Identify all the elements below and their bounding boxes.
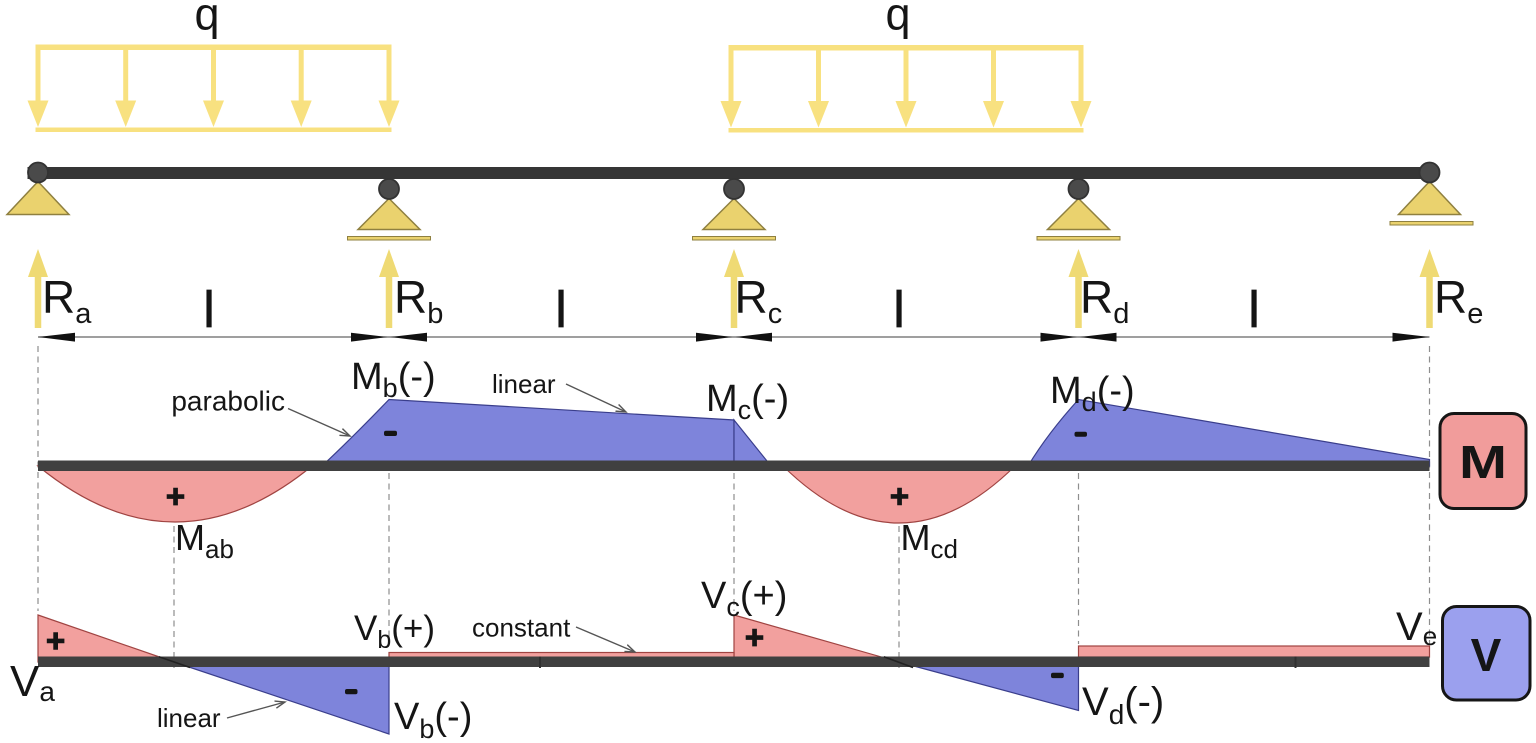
svg-text:Mab: Mab xyxy=(175,517,234,564)
svg-text:Rd: Rd xyxy=(1080,271,1129,330)
svg-text:Re: Re xyxy=(1434,271,1483,330)
svg-text:l: l xyxy=(555,281,566,338)
svg-text:constant: constant xyxy=(472,613,571,643)
svg-text:Mb(-): Mb(-) xyxy=(351,356,436,403)
svg-text:linear: linear xyxy=(157,703,221,733)
svg-text:Rc: Rc xyxy=(735,271,783,330)
svg-text:q: q xyxy=(885,0,910,40)
svg-text:l: l xyxy=(203,281,214,338)
svg-text:Mcd: Mcd xyxy=(901,517,958,564)
svg-text:parabolic: parabolic xyxy=(171,386,285,417)
svg-text:V: V xyxy=(1471,629,1502,681)
svg-text:Vd(-): Vd(-) xyxy=(1082,680,1164,730)
svg-text:M: M xyxy=(1459,436,1507,488)
svg-text:l: l xyxy=(893,281,904,338)
svg-text:Vb(+): Vb(+) xyxy=(354,609,435,654)
svg-text:Ra: Ra xyxy=(42,271,92,330)
svg-text:Vc(+): Vc(+) xyxy=(701,575,787,622)
svg-text:Vb(-): Vb(-) xyxy=(394,696,472,743)
svg-text:q: q xyxy=(194,0,219,40)
svg-text:l: l xyxy=(1248,281,1259,338)
svg-text:Rb: Rb xyxy=(394,271,443,330)
svg-text:linear: linear xyxy=(492,369,556,399)
svg-text:Mc(-): Mc(-) xyxy=(706,378,789,425)
svg-text:Md(-): Md(-) xyxy=(1050,370,1135,417)
svg-text:Ve: Ve xyxy=(1396,605,1437,651)
